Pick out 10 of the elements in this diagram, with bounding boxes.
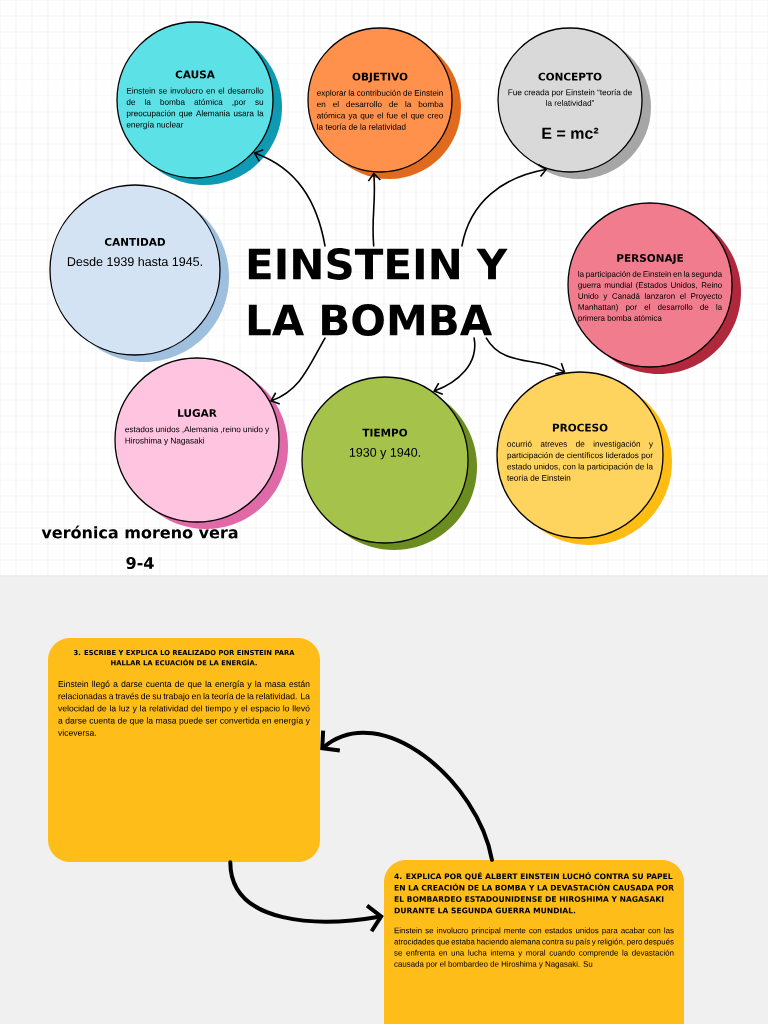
title: EINSTEIN Y LA BOMBA: [248, 248, 508, 336]
curved-arrow: [433, 337, 476, 396]
curved-arrow: [485, 337, 566, 375]
curved-arrow: [461, 163, 548, 247]
curved-arrow: [228, 860, 384, 933]
author-name: 9-4: [126, 556, 154, 570]
curved-arrow: [367, 172, 382, 247]
curved-arrow: [269, 337, 326, 405]
curved-arrow: [320, 730, 494, 862]
curved-arrow: [253, 149, 326, 247]
